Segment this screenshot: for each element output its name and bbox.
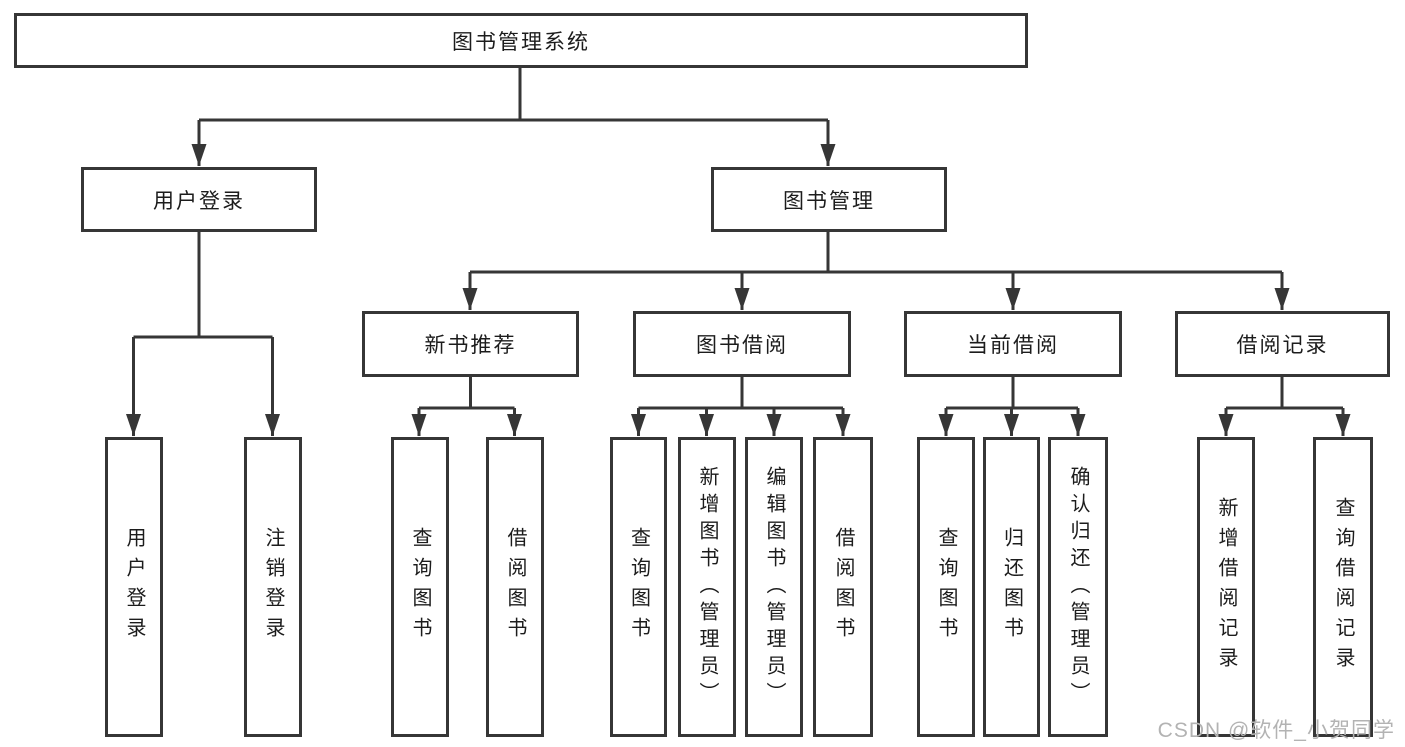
node-current-borrowing-label: 当前借阅 xyxy=(967,334,1059,357)
node-user-login-branch: 用户登录 xyxy=(81,167,317,232)
node-borrowing-add-books-admin-label: 新增图书（管理员） xyxy=(696,465,718,709)
node-book-borrowing: 图书借阅 xyxy=(633,311,851,377)
node-user-login-branch-label: 用户登录 xyxy=(153,189,245,213)
node-library-management-system-label: 图书管理系统 xyxy=(452,30,590,54)
node-borrowing-query-books-label: 查询图书 xyxy=(627,527,650,647)
node-book-management: 图书管理 xyxy=(711,167,947,232)
node-borrowing-borrow-books: 借阅图书 xyxy=(813,437,873,737)
node-current-borrowing: 当前借阅 xyxy=(904,311,1122,377)
node-book-borrowing-label: 图书借阅 xyxy=(696,334,788,357)
csdn-watermark: CSDN @软件_小贺同学 xyxy=(1157,719,1395,742)
node-recommend-query-books: 查询图书 xyxy=(391,437,449,737)
node-borrowing-records-label: 借阅记录 xyxy=(1236,334,1329,357)
node-records-add-borrow-record-label: 新增借阅记录 xyxy=(1215,497,1237,677)
node-current-confirm-return-admin-label: 确认归还（管理员） xyxy=(1067,465,1089,709)
node-borrowing-add-books-admin: 新增图书（管理员） xyxy=(678,437,736,737)
node-new-book-recommendation: 新书推荐 xyxy=(362,311,579,377)
node-recommend-borrow-books: 借阅图书 xyxy=(486,437,544,737)
connector-skeleton xyxy=(133,66,1343,410)
node-current-return-books-label: 归还图书 xyxy=(1000,527,1023,647)
node-borrowing-edit-books-admin-label: 编辑图书（管理员） xyxy=(763,465,785,709)
node-current-return-books: 归还图书 xyxy=(983,437,1040,737)
node-borrowing-records: 借阅记录 xyxy=(1175,311,1390,377)
node-borrowing-query-books: 查询图书 xyxy=(610,437,667,737)
node-logout: 注销登录 xyxy=(244,437,302,737)
node-borrowing-edit-books-admin: 编辑图书（管理员） xyxy=(745,437,803,737)
node-library-management-system: 图书管理系统 xyxy=(14,13,1028,68)
node-user-login-leaf-label: 用户登录 xyxy=(123,527,145,647)
node-current-query-books-label: 查询图书 xyxy=(935,527,957,647)
node-logout-label: 注销登录 xyxy=(262,527,284,647)
node-borrowing-borrow-books-label: 借阅图书 xyxy=(832,527,854,647)
node-user-login-leaf: 用户登录 xyxy=(105,437,163,737)
node-recommend-query-books-label: 查询图书 xyxy=(409,527,431,647)
node-records-query-borrow-record-label: 查询借阅记录 xyxy=(1332,497,1354,677)
node-records-add-borrow-record: 新增借阅记录 xyxy=(1197,437,1255,737)
node-records-query-borrow-record: 查询借阅记录 xyxy=(1313,437,1373,737)
node-new-book-recommendation-label: 新书推荐 xyxy=(424,334,517,357)
node-current-query-books: 查询图书 xyxy=(917,437,975,737)
node-current-confirm-return-admin: 确认归还（管理员） xyxy=(1048,437,1108,737)
node-recommend-borrow-books-label: 借阅图书 xyxy=(504,527,526,647)
node-book-management-label: 图书管理 xyxy=(783,189,875,213)
